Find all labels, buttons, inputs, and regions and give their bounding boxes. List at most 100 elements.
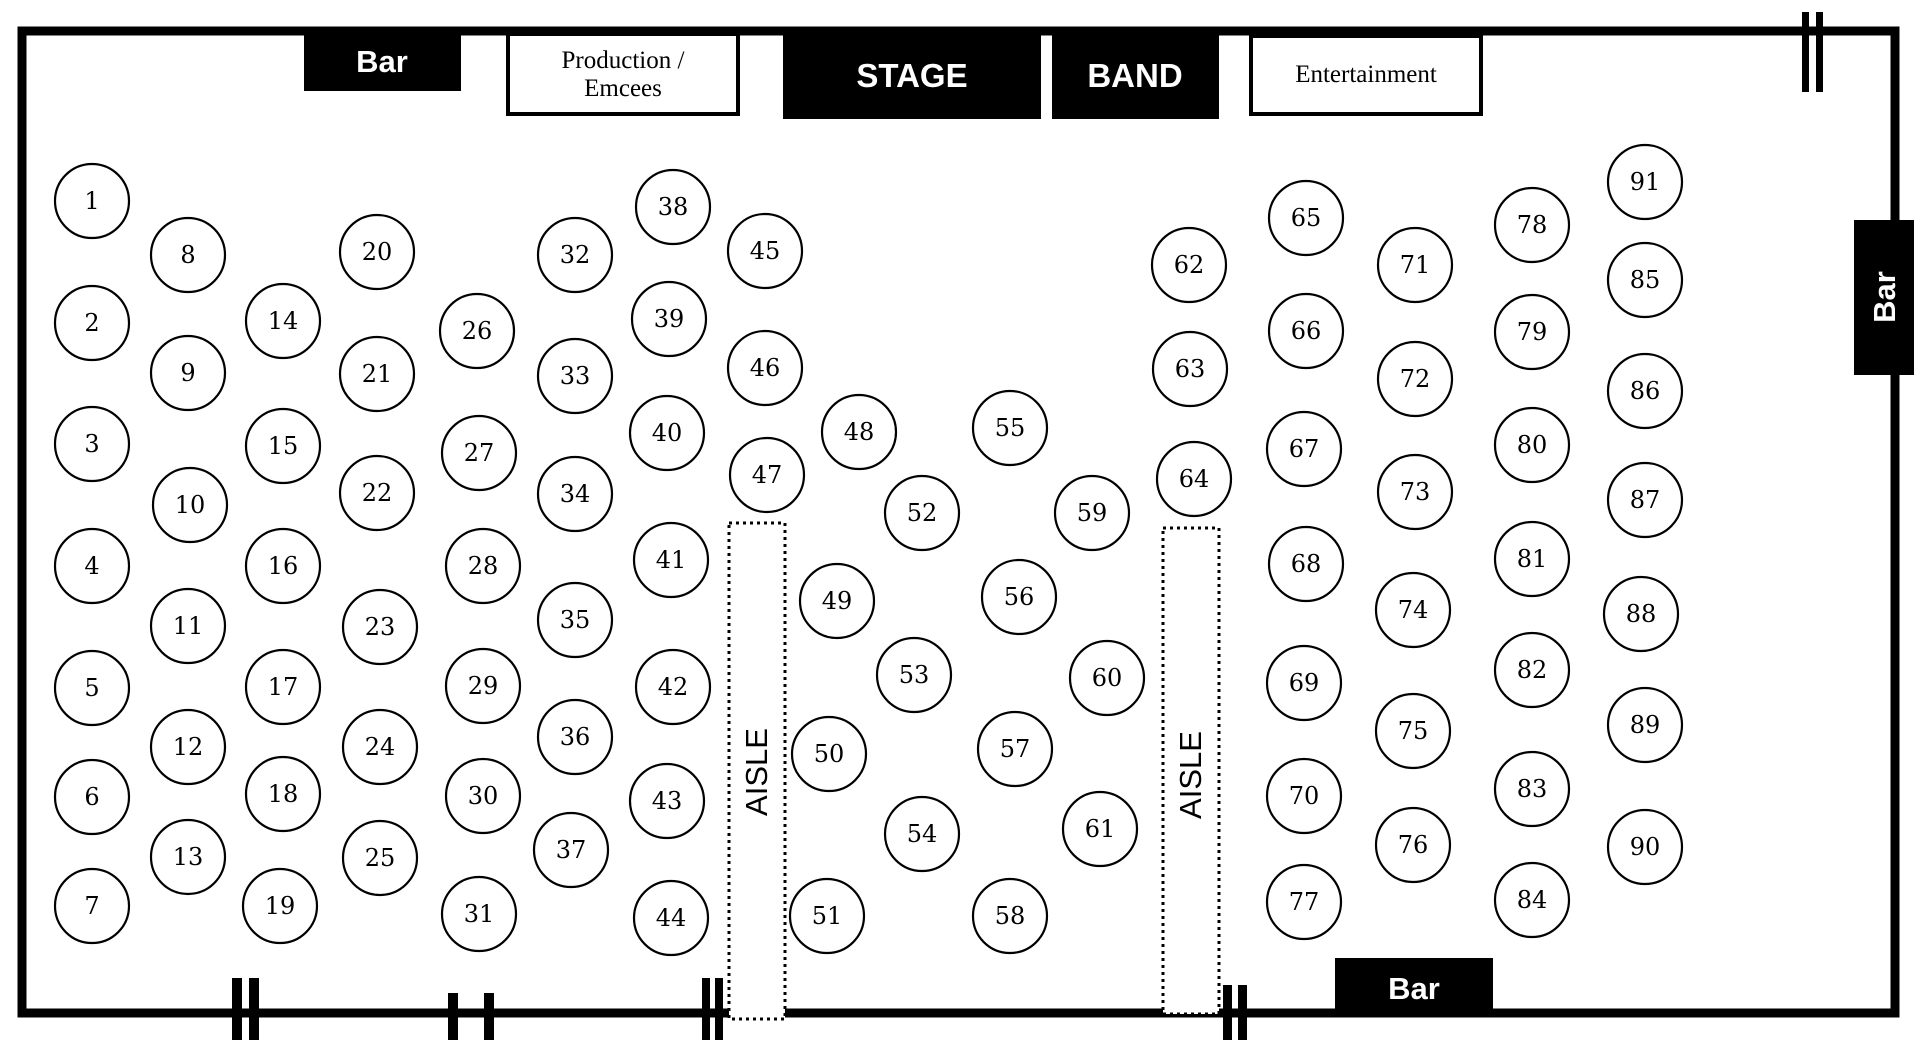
table-circle (971, 389, 1049, 467)
table-number: 47 (752, 461, 783, 489)
table-circle (1606, 352, 1684, 430)
table-circle (536, 216, 614, 294)
table-41: 41 (632, 521, 710, 599)
table-number: 86 (1630, 377, 1661, 405)
table-circle (1374, 692, 1452, 770)
bar-top-block (304, 34, 461, 91)
table-number: 4 (84, 552, 99, 580)
table-number: 29 (468, 672, 499, 700)
table-number: 19 (265, 892, 296, 920)
table-40: 40 (628, 394, 706, 472)
table-7: 7 (53, 867, 131, 945)
table-circle (788, 877, 866, 955)
table-circle (244, 407, 322, 485)
table-4: 4 (53, 527, 131, 605)
table-49: 49 (798, 562, 876, 640)
table-53: 53 (875, 636, 953, 714)
table-circle (728, 436, 806, 514)
table-46: 46 (726, 329, 804, 407)
table-83: 83 (1493, 750, 1571, 828)
table-64: 64 (1155, 440, 1233, 518)
table-number: 32 (560, 241, 591, 269)
table-33: 33 (536, 337, 614, 415)
door-bottom-3a (702, 978, 710, 1040)
table-59: 59 (1053, 474, 1131, 552)
table-circle (149, 708, 227, 786)
table-number: 35 (560, 606, 591, 634)
table-28: 28 (444, 527, 522, 605)
table-19: 19 (241, 867, 319, 945)
table-74: 74 (1374, 571, 1452, 649)
table-27: 27 (440, 414, 518, 492)
table-56: 56 (980, 558, 1058, 636)
table-number: 45 (750, 237, 781, 265)
table-81: 81 (1493, 520, 1571, 598)
table-circle (341, 819, 419, 897)
table-30: 30 (444, 757, 522, 835)
table-circle (53, 527, 131, 605)
table-number: 16 (268, 552, 299, 580)
table-68: 68 (1267, 525, 1345, 603)
table-circle (798, 562, 876, 640)
production-box (506, 32, 740, 116)
table-3: 3 (53, 405, 131, 483)
table-number: 26 (462, 317, 493, 345)
table-number: 24 (365, 733, 396, 761)
table-circle (338, 454, 416, 532)
table-72: 72 (1376, 340, 1454, 418)
table-65: 65 (1267, 179, 1345, 257)
table-number: 67 (1289, 435, 1320, 463)
table-48: 48 (820, 393, 898, 471)
table-21: 21 (338, 335, 416, 413)
table-73: 73 (1376, 453, 1454, 531)
table-circle (1068, 639, 1146, 717)
table-22: 22 (338, 454, 416, 532)
table-23: 23 (341, 588, 419, 666)
table-number: 39 (654, 305, 685, 333)
table-circle (53, 758, 131, 836)
table-circle (1493, 186, 1571, 264)
table-circle (338, 213, 416, 291)
table-number: 8 (180, 241, 195, 269)
table-number: 5 (84, 674, 99, 702)
table-circle (244, 282, 322, 360)
table-44: 44 (632, 879, 710, 957)
table-number: 61 (1085, 815, 1116, 843)
table-number: 25 (365, 844, 396, 872)
table-76: 76 (1374, 806, 1452, 884)
table-circle (1606, 461, 1684, 539)
table-circle (151, 466, 229, 544)
table-circle (1606, 143, 1684, 221)
table-60: 60 (1068, 639, 1146, 717)
table-circle (341, 588, 419, 666)
table-circle (338, 335, 416, 413)
table-number: 14 (268, 307, 299, 335)
table-number: 49 (822, 587, 853, 615)
table-number: 51 (812, 902, 843, 930)
table-2: 2 (53, 284, 131, 362)
table-number: 15 (268, 432, 299, 460)
table-17: 17 (244, 648, 322, 726)
table-circle (980, 558, 1058, 636)
table-circle (1267, 292, 1345, 370)
table-circle (1376, 453, 1454, 531)
table-8: 8 (149, 216, 227, 294)
table-number: 1 (84, 187, 99, 215)
table-15: 15 (244, 407, 322, 485)
table-circle (1267, 179, 1345, 257)
table-18: 18 (244, 755, 322, 833)
table-number: 50 (814, 740, 845, 768)
table-34: 34 (536, 455, 614, 533)
table-31: 31 (440, 875, 518, 953)
table-50: 50 (790, 715, 868, 793)
table-circle (1493, 631, 1571, 709)
door-top-right-b (1816, 12, 1823, 92)
table-circle (149, 818, 227, 896)
table-38: 38 (634, 168, 712, 246)
table-1: 1 (53, 162, 131, 240)
door-bottom-4a (1223, 985, 1232, 1040)
table-circle (53, 649, 131, 727)
table-circle (820, 393, 898, 471)
table-number: 57 (1000, 735, 1031, 763)
table-circle (1155, 440, 1233, 518)
